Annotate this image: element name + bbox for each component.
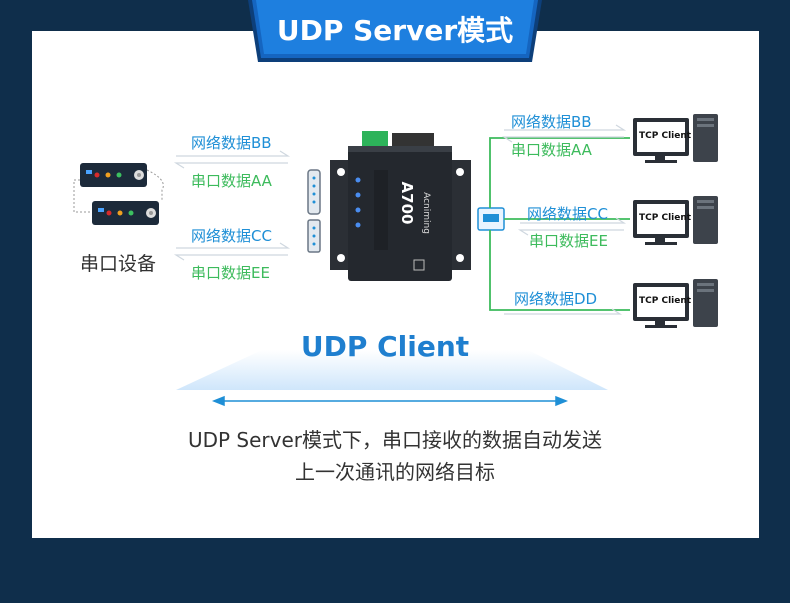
pc-icon [633,196,718,245]
serial-device-icon [73,163,164,225]
title-tab [248,0,542,62]
udp-client-label: UDP Client [300,330,470,363]
serial-port-icon [307,169,321,253]
device-model: A700 [398,182,416,225]
a700-device: A700 Acniming [330,131,471,281]
tcp-client-label: TCP Client [639,131,692,141]
left-bottom-send-label: 网络数据CC [191,227,272,245]
right-3-send-label: 网络数据DD [514,290,598,308]
pc-icon [633,279,718,328]
left-top-send-label: 网络数据BB [191,134,272,152]
caption-line-2: 上一次通讯的网络目标 [295,460,495,484]
right-2-send-label: 网络数据CC [527,205,608,223]
right-1-send-label: 网络数据BB [511,113,592,131]
tcp-client-label: TCP Client [639,213,692,223]
caption-line-1: UDP Server模式下，串口接收的数据自动发送 [187,428,603,452]
left-bottom-recv-label: 串口数据EE [191,264,270,282]
ethernet-port-icon [477,207,505,231]
tcp-client-label: TCP Client [639,296,692,306]
udp-client-platform [176,350,608,390]
page-title: UDP Server模式 [276,14,514,47]
right-1-recv-label: 串口数据AA [511,141,592,159]
double-arrow [211,395,569,407]
device-brand: Acniming [421,192,431,234]
serial-device-label: 串口设备 [80,253,157,275]
pc-icon [633,114,718,163]
left-top-recv-label: 串口数据AA [191,172,272,190]
right-2-recv-label: 串口数据EE [529,232,608,250]
